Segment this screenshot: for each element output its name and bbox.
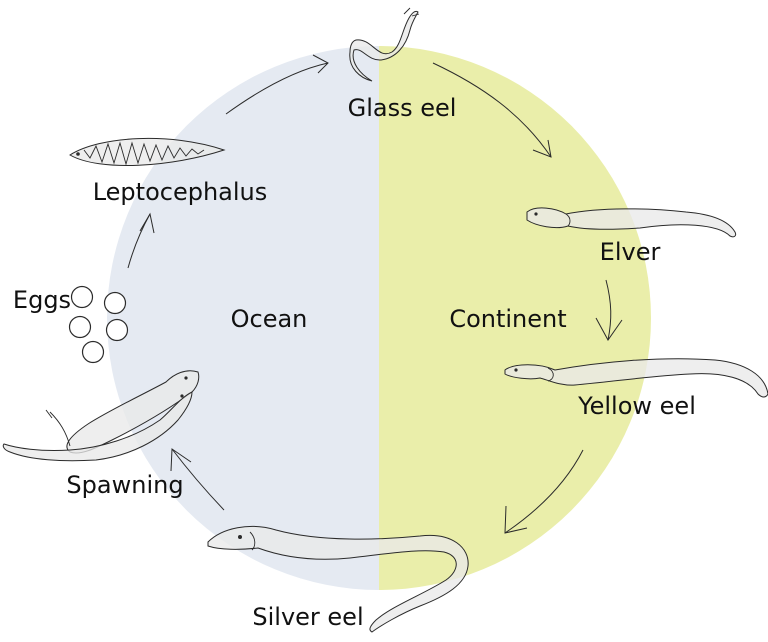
egg (70, 285, 94, 309)
arrow-elver-to-yellow-eel (595, 279, 623, 341)
spawning-illustration (2, 370, 200, 462)
continent-region (379, 46, 651, 590)
ocean-region (107, 46, 379, 590)
labels: Ocean Continent Glass eel Leptocephalus … (13, 94, 696, 631)
label-glass-eel: Glass eel (348, 94, 457, 122)
arrow-silver-eel-to-spawning (170, 448, 225, 511)
arrow-glass-eel-to-elver (432, 62, 552, 158)
egg (68, 315, 92, 339)
label-elver: Elver (600, 238, 661, 266)
label-eggs: Eggs (13, 286, 71, 314)
glass-eel-illustration (349, 7, 420, 82)
label-yellow-eel: Yellow eel (577, 392, 696, 420)
eggs-illustration (68, 285, 129, 364)
label-ocean: Ocean (231, 305, 308, 333)
label-silver-eel: Silver eel (252, 603, 363, 631)
leptocephalus-illustration (69, 137, 226, 166)
cycle-arrows (127, 54, 623, 534)
label-continent: Continent (449, 305, 566, 333)
label-spawning: Spawning (66, 471, 183, 499)
egg (103, 291, 127, 315)
silver-eel-illustration (207, 525, 469, 633)
arrow-leptocephalus-to-glass-eel (225, 54, 329, 115)
label-leptocephalus: Leptocephalus (93, 178, 268, 206)
arrow-eggs-to-leptocephalus (127, 212, 155, 269)
arrow-yellow-eel-to-silver-eel (504, 449, 584, 534)
yellow-eel-illustration (504, 358, 768, 398)
elver-illustration (526, 207, 737, 238)
egg (81, 340, 105, 364)
egg (105, 318, 129, 342)
